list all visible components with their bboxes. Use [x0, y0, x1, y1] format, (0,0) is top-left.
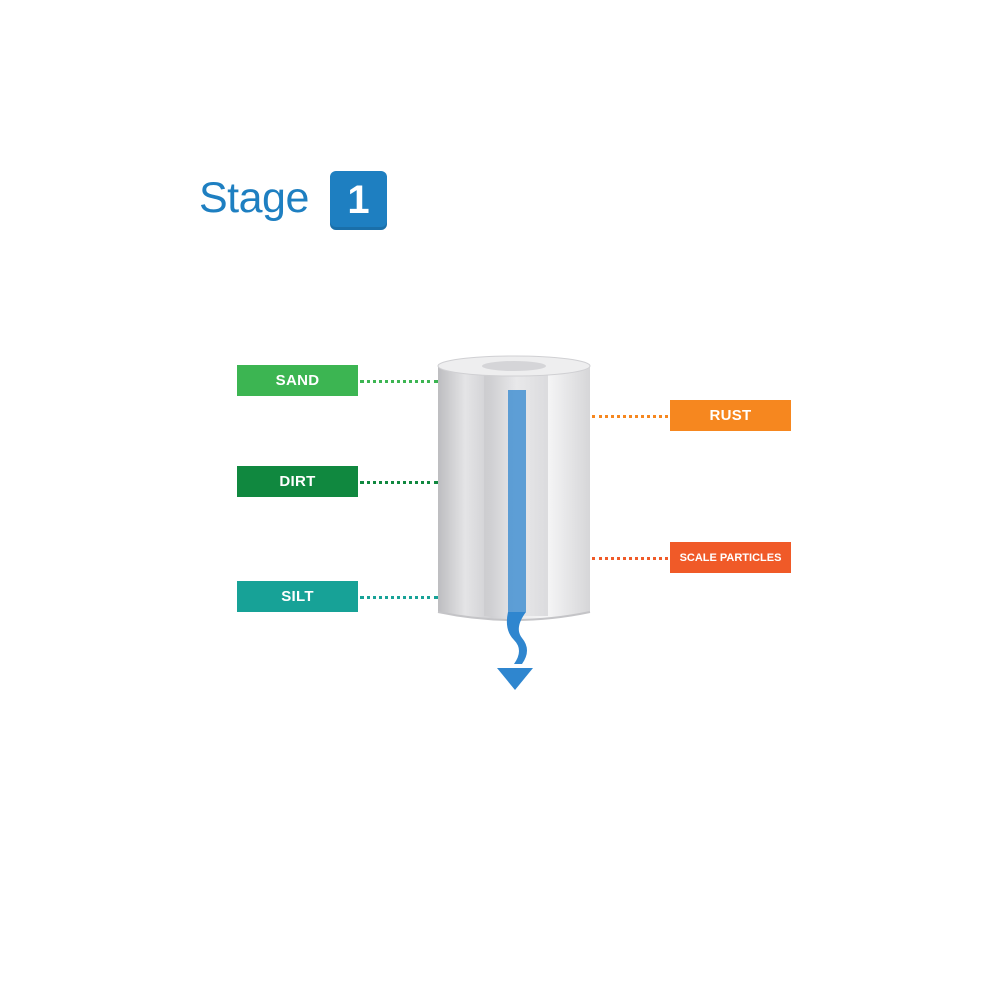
label-rust: RUST [670, 400, 791, 431]
label-silt: SILT [237, 581, 358, 612]
connector-dirt [360, 481, 438, 484]
label-scale-particles: SCALE PARTICLES [670, 542, 791, 573]
water-stream [508, 390, 526, 612]
down-arrow-icon [497, 668, 533, 690]
water-tail [506, 612, 527, 664]
cartridge-opening [482, 361, 546, 371]
label-sand: SAND [237, 365, 358, 396]
connector-scale-particles [592, 557, 668, 560]
connector-sand [360, 380, 438, 383]
label-dirt: DIRT [237, 466, 358, 497]
connector-rust [592, 415, 668, 418]
stage-title: Stage [199, 174, 309, 222]
connector-silt [360, 596, 438, 599]
water-flow [497, 390, 533, 690]
stage-number-badge: 1 [330, 171, 387, 230]
